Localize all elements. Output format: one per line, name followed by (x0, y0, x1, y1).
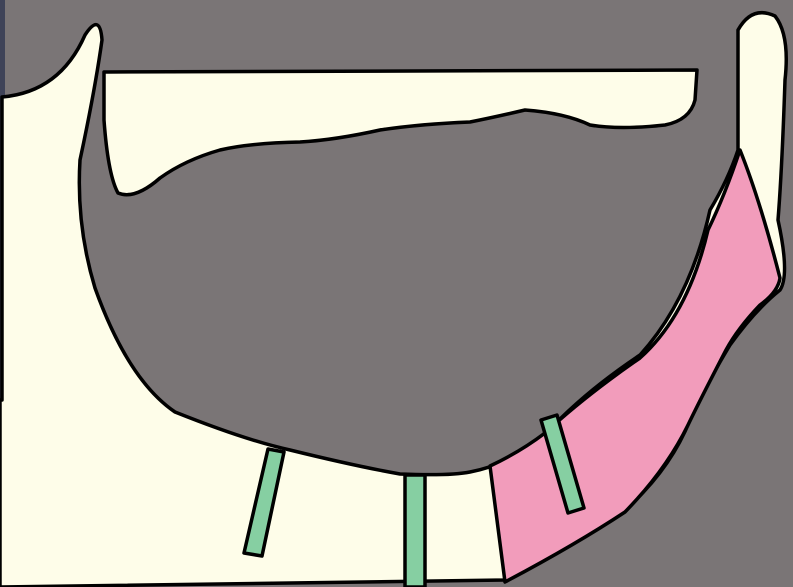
implant-center (405, 475, 425, 587)
